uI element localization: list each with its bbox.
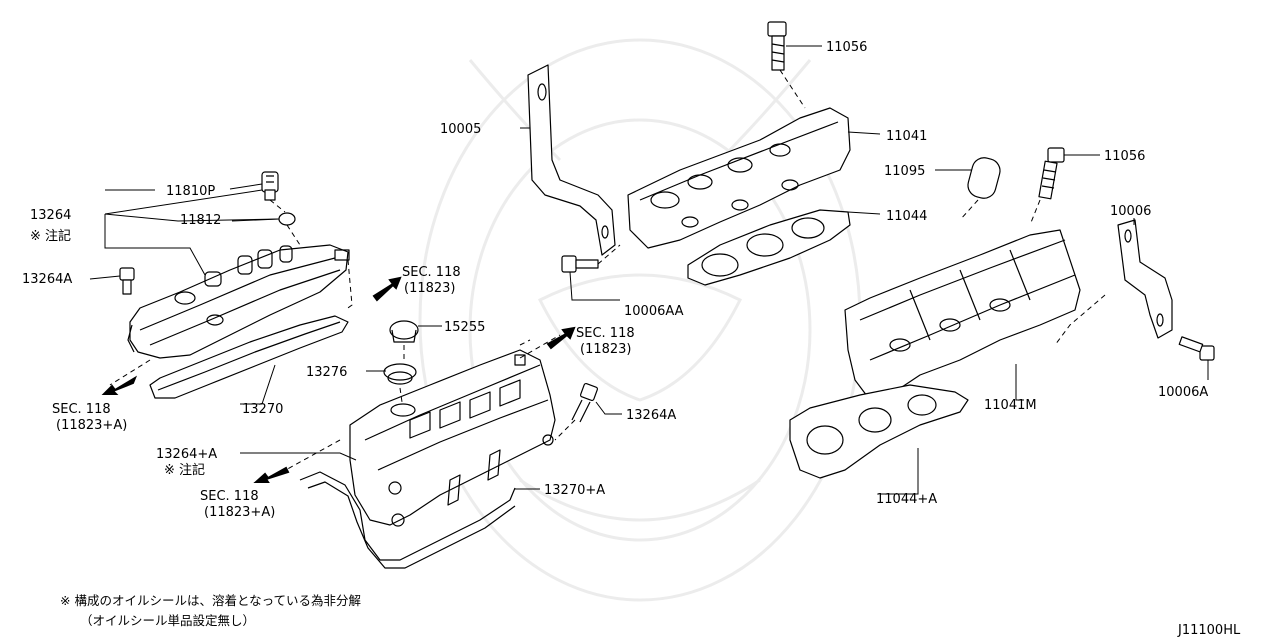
label-13264-note: ※ 注記 [30,228,71,244]
oil-cap-15255 [389,320,419,343]
label-sec118-bottom: SEC. 118 [200,489,259,504]
label-13264A-left: 13264A [22,272,72,287]
cylinder-head-11041 [627,107,851,249]
label-sec118-top-sub: (11823) [404,281,456,296]
bolt-13264A-mid [571,382,599,423]
bolt-10006AA [561,255,599,273]
cylinder-head-11041M [844,229,1081,401]
o-ring-11812 [278,212,296,226]
pcv-valve-11810P [261,171,279,201]
bolt-13264A-left [119,267,135,295]
label-11041: 11041 [886,129,927,144]
label-10006AA: 10006AA [624,304,684,319]
diagram-code: J11100HL [1177,623,1241,638]
head-bolt-11056-top [767,21,787,71]
label-13264pA-note: ※ 注記 [164,462,205,478]
label-10005: 10005 [440,122,481,137]
label-13264pA: 13264+A [156,447,217,462]
label-sec118-bottom-sub: (11823+A) [204,505,275,520]
label-11044pA: 11044+A [876,492,937,507]
label-sec118-mid-sub: (11823) [580,342,632,357]
label-11041M: 11041M [984,398,1037,413]
gasket-13270 [149,315,349,399]
footnote-line1: ※ 構成のオイルシールは、溶着となっている為非分解 [60,593,361,608]
oil-filler-seal-13276 [383,363,417,417]
label-10006A: 10006A [1158,385,1208,400]
arrow-sec118-top [372,276,402,302]
label-11044: 11044 [886,209,927,224]
label-11056-right: 11056 [1104,149,1145,164]
label-15255: 15255 [444,320,485,335]
label-13276: 13276 [306,365,347,380]
label-11056-top: 11056 [826,40,867,55]
arrow-sec118-mid [546,326,576,350]
arrow-sec118-bottom [253,466,290,483]
label-11810P: 11810P [166,184,215,199]
label-sec118-left: SEC. 118 [52,402,111,417]
label-13270pA: 13270+A [544,483,605,498]
label-11095: 11095 [884,164,925,179]
label-10006: 10006 [1110,204,1151,219]
head-gasket-11044pA [789,384,969,479]
rocker-cover-right [349,349,556,527]
label-sec118-mid: SEC. 118 [576,326,635,341]
label-sec118-top: SEC. 118 [402,265,461,280]
label-13264A-mid: 13264A [626,408,676,423]
head-bolt-11056-right [1038,147,1065,200]
label-13264: 13264 [30,208,71,223]
bracket-10005 [527,64,616,256]
plug-11095 [967,157,1001,199]
head-gasket-11044 [687,209,851,286]
label-13270: 13270 [242,402,283,417]
arrow-sec118-left [101,375,138,395]
label-11812: 11812 [180,213,221,228]
footnote-line2: （オイルシール単品設定無し） [80,613,255,628]
label-sec118-left-sub: (11823+A) [56,418,127,433]
bolt-10006A [1178,336,1215,361]
rocker-cover-left [127,244,350,359]
gasket-13270pA [299,471,516,561]
bracket-10006 [1117,219,1173,339]
